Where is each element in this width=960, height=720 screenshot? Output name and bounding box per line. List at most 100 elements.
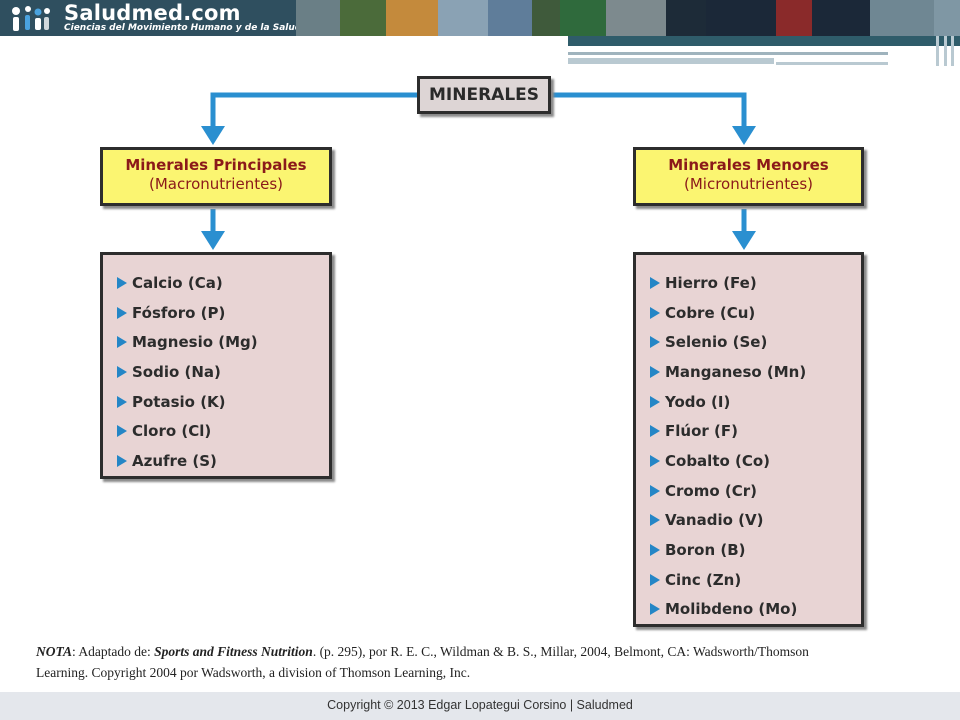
- brand-tagline: Ciencias del Movimiento Humano y de la S…: [64, 23, 302, 33]
- mineral-name: Cobalto (Co): [665, 451, 771, 470]
- list-item: Hierro (Fe): [650, 268, 861, 298]
- mineral-name: Cobre (Cu): [665, 303, 756, 322]
- arrow-bullet-icon: [117, 454, 127, 467]
- photo-climber: [386, 0, 438, 36]
- photo-heart: [776, 0, 812, 36]
- mineral-name: Manganeso (Mn): [665, 362, 807, 381]
- list-item: Cinc (Zn): [650, 565, 861, 595]
- photo-exercise: [606, 0, 666, 36]
- list-item: Vanadio (V): [650, 506, 861, 536]
- footer-copyright: Copyright © 2013 Edgar Lopategui Corsino…: [327, 698, 633, 712]
- category-menores-subtitle: (Micronutrientes): [684, 175, 813, 193]
- macro-minerals-list: Calcio (Ca) Fósforo (P) Magnesio (Mg) So…: [100, 252, 332, 479]
- mineral-name: Sodio (Na): [132, 362, 221, 381]
- photo-athletes: [438, 0, 488, 36]
- arrow-bullet-icon: [117, 306, 127, 319]
- arrow-bullet-icon: [650, 395, 660, 408]
- arrow-bullet-icon: [117, 425, 127, 438]
- list-item: Cromo (Cr): [650, 476, 861, 506]
- brand-name: Saludmed.com: [64, 1, 241, 25]
- arrow-bullet-icon: [650, 484, 660, 497]
- photo-ecg-wave-2: [812, 0, 870, 36]
- list-item: Fósforo (P): [117, 298, 329, 328]
- list-item: Cobalto (Co): [650, 446, 861, 476]
- list-item: Molibdeno (Mo): [650, 595, 861, 625]
- arrow-bullet-icon: [650, 336, 660, 349]
- arrow-bullet-icon: [650, 544, 660, 557]
- mineral-name: Selenio (Se): [665, 333, 768, 352]
- category-principales-subtitle: (Macronutrientes): [149, 175, 283, 193]
- category-menores-title: Minerales Menores: [668, 156, 829, 174]
- photo-runner: [296, 0, 340, 36]
- list-item: Manganeso (Mn): [650, 357, 861, 387]
- footer: Copyright © 2013 Edgar Lopategui Corsino…: [0, 692, 960, 720]
- arrow-bullet-icon: [117, 395, 127, 408]
- mineral-name: Cloro (Cl): [132, 422, 212, 441]
- logo-figure-icon: [12, 6, 50, 31]
- saludmed-logo[interactable]: Saludmed.com Ciencias del Movimiento Hum…: [6, 1, 301, 34]
- photo-runners: [870, 0, 934, 36]
- list-item: Potasio (K): [117, 387, 329, 417]
- list-item: Azufre (S): [117, 446, 329, 476]
- micro-minerals-list: Hierro (Fe) Cobre (Cu) Selenio (Se) Mang…: [633, 252, 864, 627]
- connector-left-down: [201, 209, 225, 250]
- arrow-bullet-icon: [650, 573, 660, 586]
- arrow-bullet-icon: [650, 514, 660, 527]
- mineral-name: Azufre (S): [132, 451, 217, 470]
- photo-jumper: [488, 0, 532, 36]
- mineral-name: Yodo (I): [665, 392, 731, 411]
- arrow-bullet-icon: [650, 306, 660, 319]
- arrow-bullet-icon: [117, 336, 127, 349]
- list-item: Sodio (Na): [117, 357, 329, 387]
- connector-root-left: [201, 92, 417, 145]
- header-photo-strip: [296, 0, 934, 36]
- mineral-name: Potasio (K): [132, 392, 226, 411]
- list-item: Cobre (Cu): [650, 298, 861, 328]
- arrow-bullet-icon: [650, 276, 660, 289]
- header-rule: [568, 36, 960, 46]
- mineral-name: Cromo (Cr): [665, 481, 757, 500]
- mineral-name: Hierro (Fe): [665, 273, 757, 292]
- arrow-bullet-icon: [117, 365, 127, 378]
- mineral-name: Boron (B): [665, 541, 746, 560]
- note-citation: . (p. 295), por R. E. C., Wildman & B. S…: [36, 644, 809, 680]
- photo-cyclist: [340, 0, 386, 36]
- header-vbar: [951, 36, 954, 66]
- arrow-bullet-icon: [650, 603, 660, 616]
- mineral-name: Fósforo (P): [132, 303, 226, 322]
- photo-walker: [532, 0, 560, 36]
- arrow-bullet-icon: [650, 425, 660, 438]
- category-principales-title: Minerales Principales: [125, 156, 307, 174]
- mineral-name: Flúor (F): [665, 422, 738, 441]
- header-rule-light-2: [776, 62, 888, 65]
- root-node-minerales: MINERALES: [417, 76, 551, 114]
- category-principales: Minerales Principales (Macronutrientes): [100, 147, 332, 206]
- photo-stretch: [560, 0, 606, 36]
- connector-right-down: [732, 209, 756, 250]
- root-node-label: MINERALES: [428, 85, 540, 105]
- note-label: NOTA: [36, 644, 73, 659]
- list-item: Magnesio (Mg): [117, 327, 329, 357]
- note-prefix: : Adaptado de:: [72, 644, 155, 659]
- list-item: Calcio (Ca): [117, 268, 329, 298]
- header-vbar: [936, 36, 939, 66]
- note-source-title: Sports and Fitness Nutrition: [154, 644, 313, 659]
- header-vbar: [944, 36, 947, 66]
- photo-ecg-wave: [706, 0, 776, 36]
- list-item: Flúor (F): [650, 416, 861, 446]
- list-item: Cloro (Cl): [117, 416, 329, 446]
- banner-edge: [934, 0, 960, 36]
- list-item: Yodo (I): [650, 387, 861, 417]
- category-menores: Minerales Menores (Micronutrientes): [633, 147, 864, 206]
- arrow-bullet-icon: [117, 276, 127, 289]
- photo-ecg: [666, 0, 706, 36]
- mineral-name: Molibdeno (Mo): [665, 600, 798, 619]
- header-banner: Saludmed.com Ciencias del Movimiento Hum…: [0, 0, 960, 36]
- mineral-name: Calcio (Ca): [132, 273, 223, 292]
- header-rule-thin: [568, 52, 888, 55]
- mineral-name: Magnesio (Mg): [132, 333, 258, 352]
- connector-root-right: [551, 92, 756, 145]
- mineral-name: Cinc (Zn): [665, 570, 742, 589]
- header-rule-light: [568, 58, 774, 64]
